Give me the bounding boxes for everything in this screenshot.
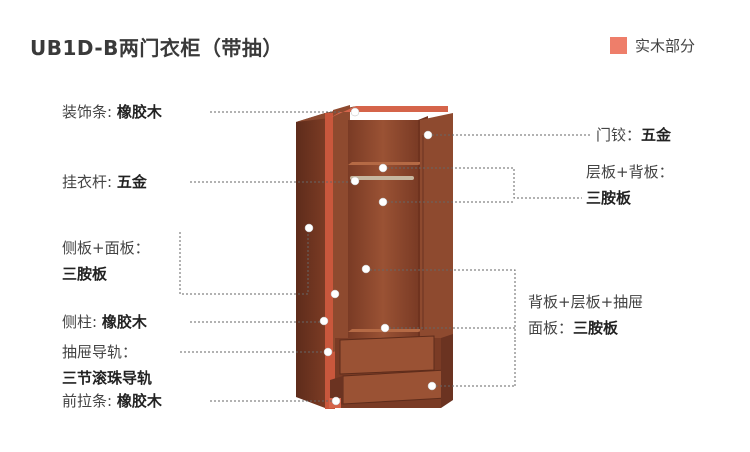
label-side-panel-name: 侧板+面板 xyxy=(62,239,135,257)
right-door xyxy=(420,113,453,346)
marker-drawer-face xyxy=(427,381,437,391)
hanging-rod xyxy=(350,176,414,180)
label-door-hinge-value: 五金 xyxy=(641,126,672,144)
label-side-panel-value: 三胺板 xyxy=(62,265,108,283)
label-front-strip-value: 橡胶木 xyxy=(116,392,162,410)
label-shelf-back-value: 三胺板 xyxy=(586,189,632,207)
label-decor-strip-name: 装饰条 xyxy=(62,103,108,121)
label-back-shelf-drawer-value: 三胺板 xyxy=(573,319,619,337)
left-door xyxy=(333,105,350,352)
page-title: UB1D-B两门衣柜（带抽） xyxy=(30,36,283,60)
label-panel-name: 面板 xyxy=(528,319,559,337)
marker-decor-strip xyxy=(350,107,360,117)
marker-hinge xyxy=(423,130,433,140)
legend-label: 实木部分 xyxy=(635,37,696,55)
label-drawer-rail-value-line: 三节滚珠导轨 xyxy=(62,368,152,388)
marker-shelf xyxy=(378,163,388,173)
top-decor-strip xyxy=(330,106,448,118)
label-back-shelf-drawer: 背板+层板+抽屉 xyxy=(528,292,643,312)
marker-interior-back xyxy=(361,264,371,274)
label-drawer-rail-name: 抽屉导轨 xyxy=(62,343,123,361)
label-decor-strip-value: 橡胶木 xyxy=(116,103,162,121)
marker-side-panel xyxy=(304,223,314,233)
marker-hanging-rod xyxy=(350,176,360,186)
label-drawer-rail-value: 三节滚珠导轨 xyxy=(62,369,153,387)
marker-back-panel xyxy=(378,197,388,207)
label-back-shelf-drawer-name: 背板+层板+抽屉 xyxy=(528,293,644,311)
interior-back xyxy=(348,120,418,338)
label-door-hinge-name: 门铰 xyxy=(596,126,627,144)
top-shelf xyxy=(348,162,428,165)
legend: 实木部分 xyxy=(610,35,695,56)
label-front-strip-name: 前拉条 xyxy=(62,392,108,410)
legend-swatch-solid-wood xyxy=(610,37,627,54)
label-hanging-rod-name: 挂衣杆 xyxy=(62,173,108,191)
label-side-panel: 侧板+面板： xyxy=(62,239,150,257)
label-shelf-back: 层板+背板： xyxy=(586,163,674,181)
label-side-panel-value-line: 三胺板 xyxy=(62,264,107,284)
left-side-panel xyxy=(296,113,325,408)
label-drawer-rail: 抽屉导轨： xyxy=(62,343,138,361)
label-shelf-back-value-line: 三胺板 xyxy=(586,188,631,208)
label-hanging-rod-value: 五金 xyxy=(116,173,147,191)
label-side-post: 侧柱: 橡胶木 xyxy=(62,313,147,331)
label-hanging-rod: 挂衣杆: 五金 xyxy=(62,173,147,191)
label-decor-strip: 装饰条: 橡胶木 xyxy=(62,103,162,121)
marker-bottom-shelf xyxy=(380,323,390,333)
label-side-post-value: 橡胶木 xyxy=(101,313,147,331)
marker-side-post-upper xyxy=(330,289,340,299)
label-back-shelf-drawer-value-line: 面板：三胺板 xyxy=(528,319,619,337)
left-front-post xyxy=(325,113,335,409)
label-front-strip: 前拉条: 橡胶木 xyxy=(62,392,162,410)
marker-front-strip xyxy=(331,396,341,406)
marker-side-post xyxy=(319,316,329,326)
label-door-hinge: 门铰：五金 xyxy=(596,126,672,144)
label-shelf-back-name: 层板+背板 xyxy=(586,163,659,181)
marker-drawer-rail xyxy=(323,347,333,357)
upper-drawer xyxy=(339,335,435,375)
label-side-post-name: 侧柱 xyxy=(62,313,93,331)
